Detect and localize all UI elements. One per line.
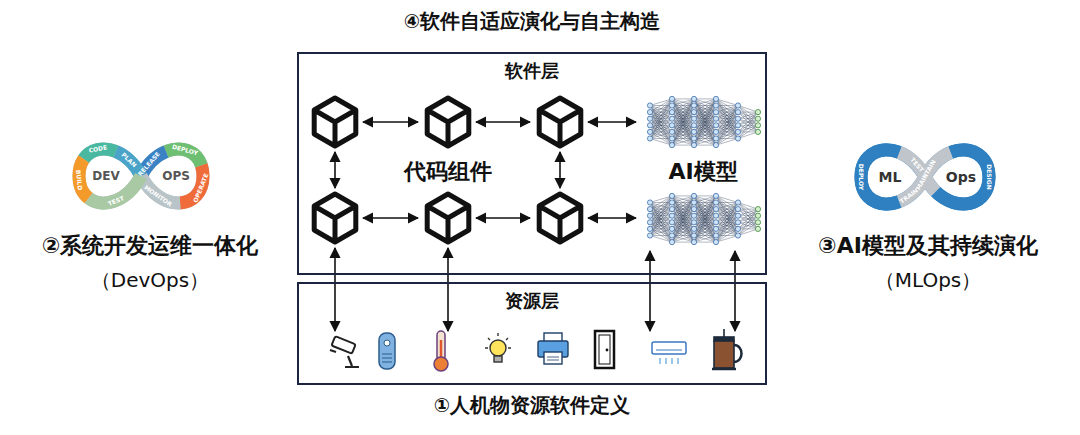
- neural-network-icons: [647, 96, 760, 244]
- printer-icon: [538, 333, 568, 364]
- side-caption: ②系统开发运维一体化: [42, 233, 259, 259]
- coffee-press-icon: [712, 329, 742, 369]
- resource-layer-box: 资源层①人机物资源软件定义: [297, 282, 767, 385]
- double-arrow: [649, 251, 651, 331]
- double-arrow: [334, 248, 336, 331]
- logo-small-text: TEST: [909, 157, 925, 173]
- sensor-icon: [379, 333, 395, 369]
- neural-network-icon: [647, 96, 760, 147]
- layer-title: 资源层: [299, 290, 765, 312]
- resource-icons: [330, 329, 742, 371]
- logo-small-text: BUILD: [75, 169, 83, 190]
- thermometer-icon: [434, 331, 448, 371]
- double-arrow: [334, 152, 336, 188]
- logo-small-text: CODE: [89, 145, 108, 154]
- double-arrow: [588, 217, 636, 219]
- logo-small-text: DEPLOY: [858, 164, 864, 190]
- layer-heading: ①人机物资源软件定义: [299, 394, 765, 417]
- logo-small-text: TRAIN: [899, 188, 919, 205]
- logo-small-text: DESIGN: [986, 164, 992, 190]
- group-label: 代码组件: [404, 159, 492, 185]
- air-conditioner-icon: [652, 342, 686, 364]
- double-arrow: [363, 217, 418, 219]
- logo-word: ML: [879, 169, 902, 186]
- logo-small-text: DEPLOY: [172, 144, 199, 157]
- logo-small-text: OPERATE: [192, 173, 209, 204]
- ops-logos: [79, 149, 989, 204]
- code-component-cubes: [314, 98, 581, 242]
- double-arrow: [734, 251, 736, 331]
- logo-small-text: MONITOR: [143, 185, 173, 208]
- bulb-icon: [485, 333, 511, 362]
- double-arrow: [447, 248, 449, 331]
- double-arrow: [476, 217, 530, 219]
- neural-network-icon: [647, 193, 760, 244]
- infinity-logo: [861, 150, 989, 204]
- cube-icon: [314, 194, 356, 242]
- double-arrow: [588, 121, 636, 123]
- double-arrow: [363, 121, 418, 123]
- logo-small-text: RELEASE: [137, 151, 161, 177]
- logo-word: DEV: [92, 169, 119, 183]
- camera-icon: [330, 336, 359, 367]
- logo-small-text: TEST: [107, 195, 125, 207]
- group-label: AI模型: [668, 159, 737, 185]
- cube-icon: [539, 194, 581, 242]
- door-icon: [595, 331, 614, 368]
- side-caption: （DevOps）: [91, 268, 209, 292]
- logo-word: OPS: [162, 169, 190, 183]
- cube-icon: [314, 98, 356, 146]
- infinity-logo: [79, 149, 203, 203]
- double-arrow: [559, 152, 561, 188]
- double-arrow: [476, 121, 530, 123]
- logo-word: Ops: [946, 169, 976, 186]
- cube-icon: [427, 98, 469, 146]
- layer-title: 软件层: [299, 60, 765, 82]
- cube-icon: [427, 194, 469, 242]
- side-caption: ③AI模型及其持续演化: [818, 233, 1038, 259]
- logo-small-text: PLAN: [121, 152, 138, 169]
- layer-heading: ④软件自适应演化与自主构造: [299, 10, 765, 33]
- side-caption: （MLOps）: [875, 268, 982, 292]
- cube-icon: [539, 98, 581, 146]
